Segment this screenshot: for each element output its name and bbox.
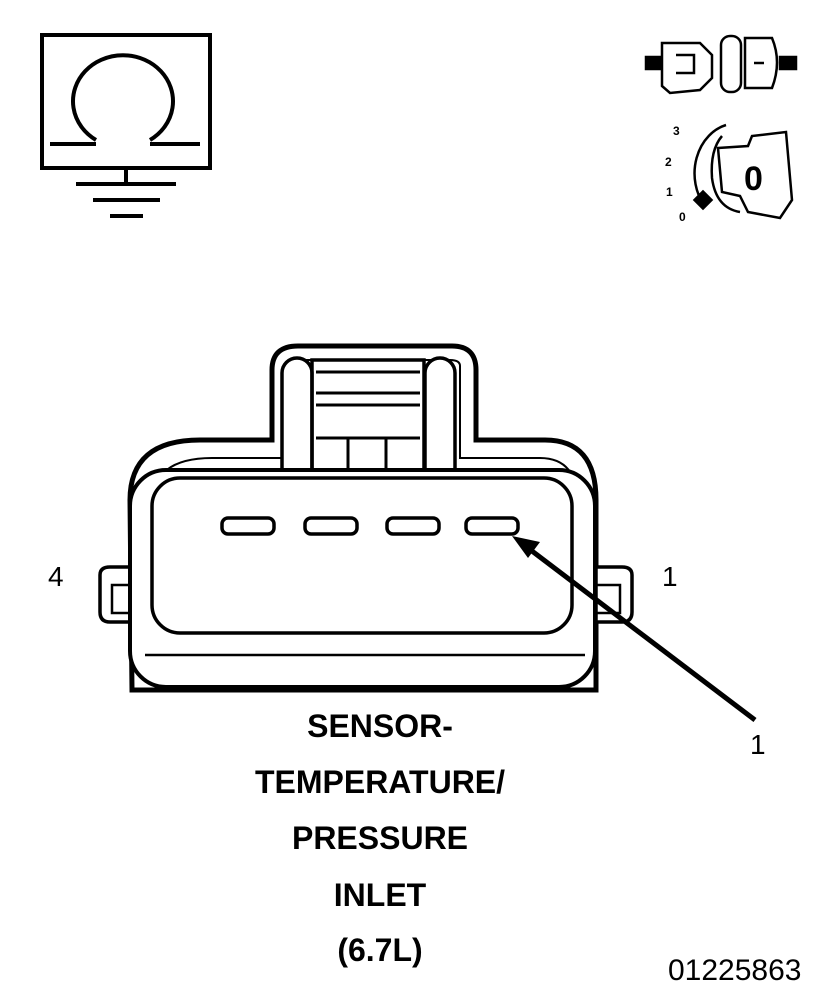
ignition-position-0: 0: [679, 210, 686, 224]
key-symbol: 0: [744, 160, 763, 198]
terminal-3: [303, 516, 359, 536]
callout-arrow: [512, 536, 757, 722]
title-line-3: PRESSURE: [291, 820, 469, 856]
pin-label-left: 4: [48, 561, 64, 592]
ignition-position-2: 2: [665, 155, 672, 169]
title-line-5: (6.7L): [337, 932, 423, 968]
terminal-1: [464, 516, 520, 536]
terminal-2: [385, 516, 441, 536]
ohm-ground-icon: [40, 33, 212, 218]
connector-housing: [98, 343, 634, 693]
terminal-slots: [220, 516, 520, 536]
ignition-key-icon: [692, 123, 794, 220]
connector-icon: [644, 34, 798, 95]
title-line-4: INLET: [333, 877, 427, 913]
pin-label-right: 1: [662, 561, 678, 592]
figure-id: 01225863: [668, 954, 802, 987]
callout-label: 1: [750, 729, 766, 760]
ignition-position-3: 3: [673, 124, 680, 138]
ignition-position-1: 1: [666, 185, 673, 199]
title-line-1: SENSOR-: [307, 708, 453, 744]
terminal-4: [220, 516, 276, 536]
title-line-2: TEMPERATURE/: [254, 764, 506, 800]
